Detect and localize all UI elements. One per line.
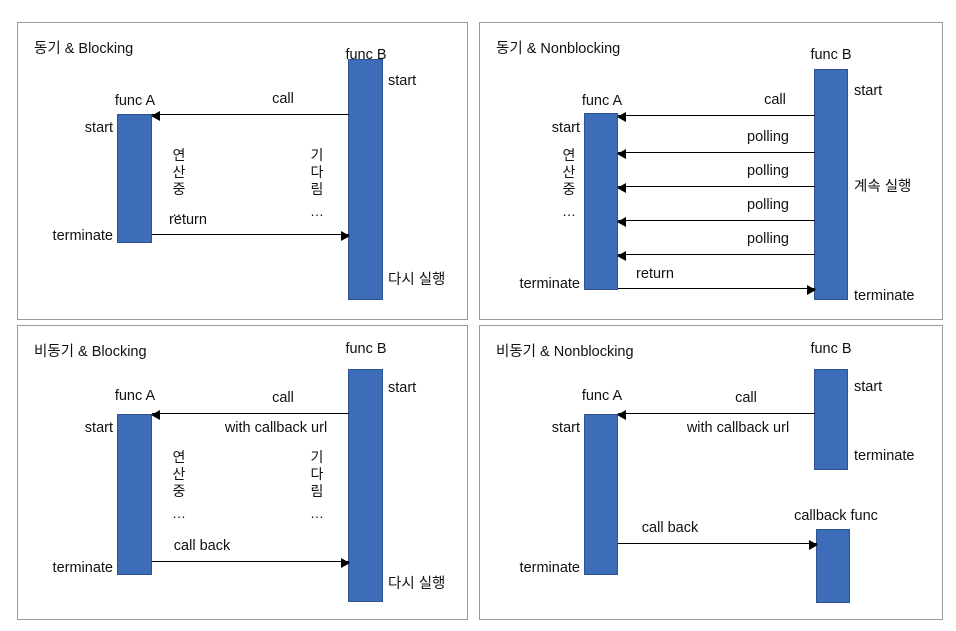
- func-a-start-label: start: [84, 420, 113, 436]
- arrow-return-label: return: [169, 212, 207, 228]
- func-a-terminate-label: terminate: [52, 560, 113, 576]
- func-a-terminate-label: terminate: [519, 560, 580, 576]
- func-b-ellipsis: …: [310, 505, 324, 521]
- func-b-ellipsis: …: [310, 203, 324, 219]
- arrow-call: [151, 409, 349, 420]
- func-a-computing-vertical-text: 연 산 중: [562, 147, 576, 197]
- func-a-ellipsis: …: [172, 203, 186, 219]
- arrow-call-label: call: [764, 92, 786, 108]
- arrow-callback: [152, 557, 350, 568]
- panel-async-nonblocking: 비동기 & Nonblocking func B func A callback…: [479, 325, 943, 620]
- func-b-lifeline-bar: [814, 369, 848, 470]
- arrow-polling-4-label: polling: [747, 231, 789, 247]
- func-b-terminate-label: terminate: [854, 448, 915, 464]
- arrow-return-label: return: [636, 266, 674, 282]
- func-a-lifeline-bar: [584, 414, 618, 575]
- panel-sync-blocking: 동기 & Blocking func B func A start termin…: [17, 22, 468, 320]
- func-b-waiting-vertical-text: 기 다 림: [310, 147, 324, 197]
- arrow-call: [617, 111, 815, 122]
- func-a-lifeline-bar: [117, 114, 152, 243]
- func-b-start-label: start: [388, 380, 417, 396]
- arrow-polling-1-label: polling: [747, 129, 789, 145]
- func-a-title: func A: [114, 388, 156, 404]
- func-b-lifeline-bar: [348, 369, 383, 602]
- func-b-keep-running-label: 계속 실행: [854, 179, 912, 195]
- func-b-start-label: start: [388, 73, 417, 89]
- arrow-polling-2: [617, 182, 815, 193]
- func-a-start-label: start: [551, 420, 580, 436]
- arrow-call: [617, 409, 815, 420]
- func-a-start-label: start: [551, 120, 580, 136]
- func-b-title: func B: [810, 47, 852, 63]
- func-a-title: func A: [114, 93, 156, 109]
- func-a-title: func A: [581, 388, 623, 404]
- arrow-call-sublabel: with callback url: [686, 420, 790, 436]
- arrow-call: [151, 110, 349, 121]
- func-a-lifeline-bar: [117, 414, 152, 575]
- func-a-computing-vertical-text: 연 산 중: [172, 449, 186, 499]
- func-a-ellipsis: …: [172, 505, 186, 521]
- func-a-title: func A: [581, 93, 623, 109]
- arrow-polling-3: [617, 216, 815, 227]
- arrow-callback: [618, 539, 818, 550]
- arrow-callback-label: call back: [173, 538, 231, 554]
- arrow-call-label: call: [272, 390, 294, 406]
- panel-title: 동기 & Nonblocking: [496, 41, 621, 57]
- panel-title: 동기 & Blocking: [34, 41, 134, 57]
- func-b-rerun-label: 다시 실행: [388, 272, 446, 288]
- arrow-polling-3-label: polling: [747, 197, 789, 213]
- func-a-start-label: start: [84, 120, 113, 136]
- arrow-polling-4: [617, 250, 815, 261]
- panel-title: 비동기 & Blocking: [34, 344, 147, 360]
- callback-func-lifeline-bar: [816, 529, 850, 603]
- callback-func-title: callback func: [794, 508, 878, 524]
- panel-title: 비동기 & Nonblocking: [496, 344, 634, 360]
- arrow-polling-2-label: polling: [747, 163, 789, 179]
- arrow-polling-1: [617, 148, 815, 159]
- arrow-call-sublabel: with callback url: [224, 420, 328, 436]
- func-a-ellipsis: …: [562, 203, 576, 219]
- panel-async-blocking: 비동기 & Blocking func B func A start termi…: [17, 325, 468, 620]
- func-b-lifeline-bar: [348, 59, 383, 300]
- func-b-start-label: start: [854, 83, 883, 99]
- func-b-start-label: start: [854, 379, 883, 395]
- func-b-title: func B: [810, 341, 852, 357]
- func-b-terminate-label: terminate: [854, 288, 915, 304]
- arrow-call-label: call: [735, 390, 757, 406]
- panel-sync-nonblocking: 동기 & Nonblocking func B func A start ter…: [479, 22, 943, 320]
- arrow-return: [152, 230, 350, 241]
- arrow-call-label: call: [272, 91, 294, 107]
- func-a-terminate-label: terminate: [519, 276, 580, 292]
- func-a-terminate-label: terminate: [52, 228, 113, 244]
- func-a-lifeline-bar: [584, 113, 618, 290]
- func-b-lifeline-bar: [814, 69, 848, 300]
- func-a-computing-vertical-text: 연 산 중: [172, 147, 186, 197]
- func-b-rerun-label: 다시 실행: [388, 576, 446, 592]
- arrow-return: [618, 284, 816, 295]
- arrow-callback-label: call back: [641, 520, 699, 536]
- func-b-waiting-vertical-text: 기 다 림: [310, 449, 324, 499]
- func-b-title: func B: [345, 341, 387, 357]
